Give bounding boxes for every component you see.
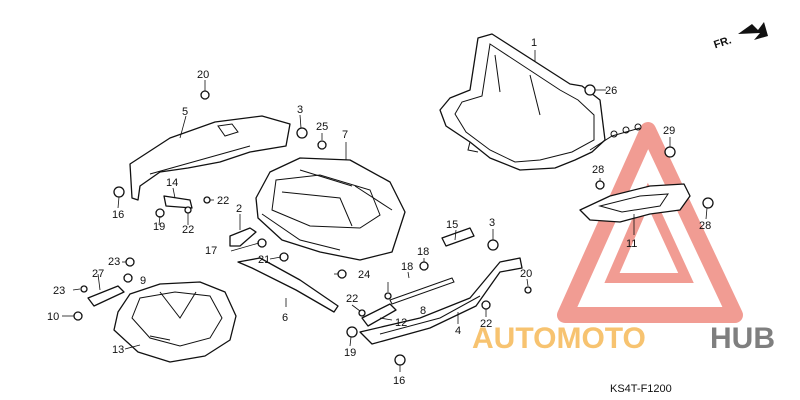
callout-3b: 3 <box>489 217 495 229</box>
leader-lines <box>62 50 708 372</box>
watermark-logo-text: AUTOMOTO HUB <box>472 322 775 355</box>
callout-3: 3 <box>297 104 303 116</box>
callout-21: 21 <box>258 254 270 266</box>
callout-13: 13 <box>112 344 124 356</box>
part-12-strip <box>361 303 397 327</box>
part-8-strip <box>389 277 455 305</box>
part-4-side-rail <box>359 257 523 345</box>
callout-27: 27 <box>92 268 104 280</box>
callout-19b: 19 <box>344 347 356 359</box>
part-7-storage-box <box>255 157 406 261</box>
callout-29: 29 <box>663 125 675 137</box>
callout-7: 7 <box>342 129 348 141</box>
callout-5: 5 <box>182 106 188 118</box>
watermark-logo-triangle <box>557 122 743 323</box>
watermark-word-2: HUB <box>710 322 775 355</box>
callout-24: 24 <box>358 269 370 281</box>
callout-20b: 20 <box>520 268 532 280</box>
callout-25: 25 <box>316 121 328 133</box>
callout-26: 26 <box>605 85 617 97</box>
callout-23: 23 <box>108 256 120 268</box>
callout-23b: 23 <box>53 285 65 297</box>
callout-labels: 1 2 3 3 4 5 6 7 8 9 10 11 12 13 14 15 16… <box>47 37 711 387</box>
fasteners <box>73 84 714 366</box>
diagram-code: KS4T-F1200 <box>610 383 672 395</box>
callout-11: 11 <box>626 238 637 250</box>
part-11-bracket <box>579 183 691 223</box>
callout-18: 18 <box>417 246 429 258</box>
callout-20: 20 <box>197 69 209 81</box>
callout-8: 8 <box>420 305 426 317</box>
part-1-rear-frame <box>439 33 642 171</box>
part-13-under-cover <box>113 281 237 363</box>
front-direction-arrow: FR. <box>712 22 768 51</box>
callout-16: 16 <box>112 209 124 221</box>
direction-label: FR. <box>712 34 733 51</box>
callout-28b: 28 <box>699 220 711 232</box>
callout-10: 10 <box>47 311 59 323</box>
callout-4: 4 <box>455 325 461 337</box>
callout-6: 6 <box>282 312 288 324</box>
part-6-trim-strip <box>237 257 339 313</box>
part-5-side-cover <box>129 115 291 201</box>
callout-18b: 18 <box>401 261 413 273</box>
callout-2: 2 <box>236 203 242 215</box>
callout-22: 22 <box>182 224 194 236</box>
part-15-plate <box>441 227 475 247</box>
callout-22d: 22 <box>480 318 492 330</box>
callout-16b: 16 <box>393 375 405 387</box>
part-14-bracket <box>163 195 193 209</box>
callout-14: 14 <box>166 177 178 189</box>
watermark-word-1: AUTOMOTO <box>472 322 646 355</box>
callout-22b: 22 <box>217 195 229 207</box>
callout-19: 19 <box>153 221 165 233</box>
part-2-bracket <box>229 227 257 247</box>
callout-17: 17 <box>205 245 217 257</box>
callout-15: 15 <box>446 219 458 231</box>
part-27-bracket <box>87 285 125 307</box>
callout-9: 9 <box>140 275 146 287</box>
callout-28: 28 <box>592 164 604 176</box>
callout-1: 1 <box>531 37 537 49</box>
callout-22c: 22 <box>346 293 358 305</box>
callout-12: 12 <box>395 317 407 329</box>
